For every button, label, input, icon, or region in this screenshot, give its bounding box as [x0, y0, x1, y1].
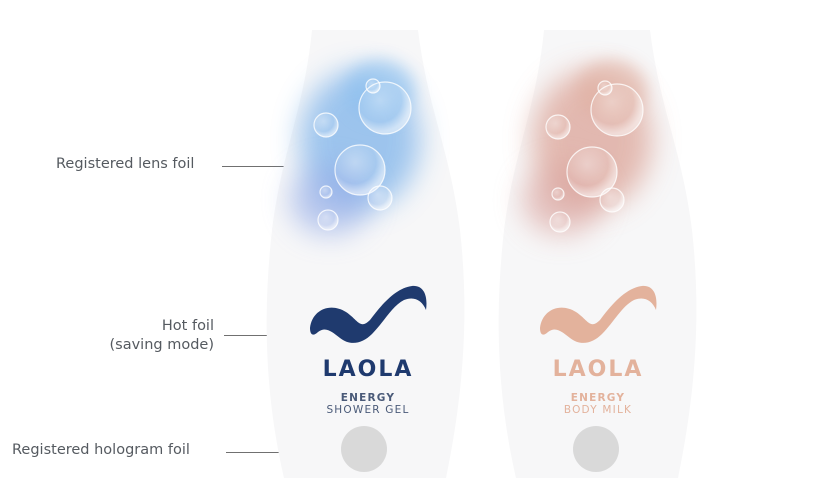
laola-wave-logo [540, 285, 657, 343]
product-name: ENERGY BODY MILK [528, 392, 668, 416]
lens-foil-label: Registered lens foil [56, 156, 195, 172]
brand-wordmark: LAOLA [322, 357, 414, 382]
hologram-foil-dot [341, 426, 387, 472]
product-line1: ENERGY [570, 392, 626, 404]
hot-foil-label-line1: Hot foil [161, 318, 214, 334]
bottle-body-milk [498, 30, 697, 478]
laola-wave-logo [310, 285, 427, 343]
hologram-foil-label: Registered hologram foil [12, 442, 190, 458]
bubbles [545, 80, 644, 233]
hologram-foil-dot [573, 426, 619, 472]
product-name: ENERGY SHOWER GEL [298, 392, 438, 416]
bottle-shower-gel [266, 30, 465, 478]
hologram-foil-leader [226, 452, 328, 453]
product-line2: BODY MILK [563, 404, 633, 416]
product-line1: ENERGY [340, 392, 396, 404]
product-line2: SHOWER GEL [326, 404, 410, 416]
hot-foil-label-line2: (saving mode) [109, 337, 215, 353]
bubbles [313, 78, 412, 231]
hot-foil-label: Hot foil (saving mode) [60, 317, 215, 355]
hot-foil-leader [224, 335, 290, 336]
brand-wordmark: LAOLA [552, 357, 644, 382]
